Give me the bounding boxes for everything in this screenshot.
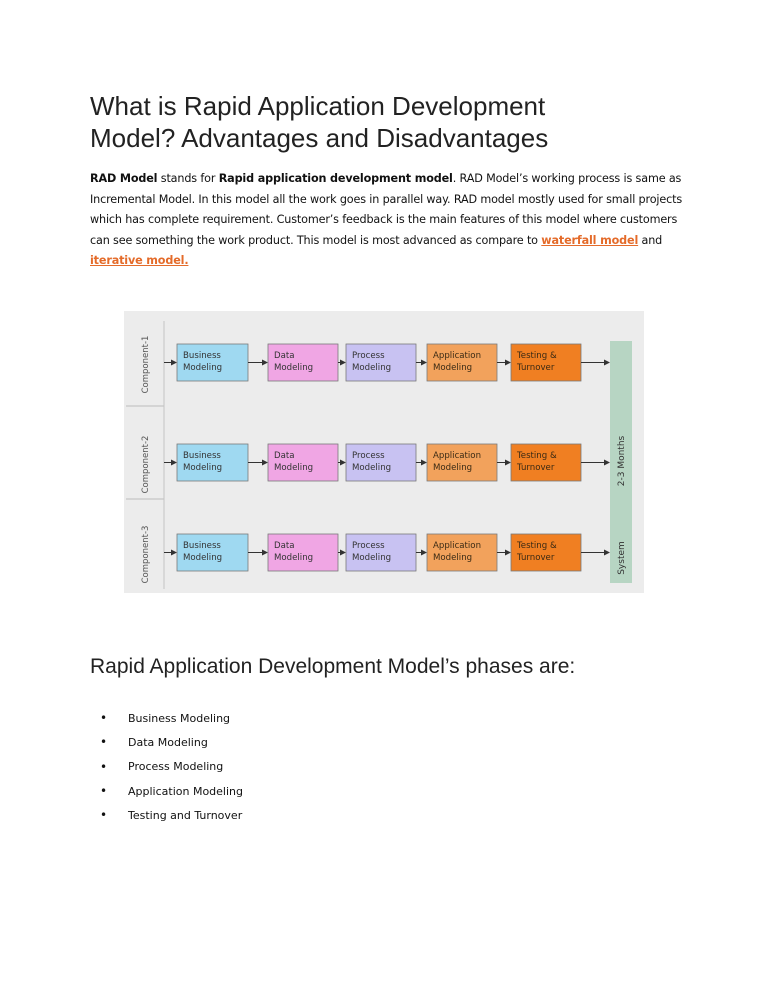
phase-box-label: Turnover [516,463,555,473]
component-label: Component-1 [141,336,151,394]
phase-label: Application Modeling [128,784,243,798]
phase-box-label: Business [183,451,221,461]
flow-arrow-head [421,459,427,466]
phase-box-label: Data [274,451,295,461]
bullet-icon: • [100,759,108,774]
flow-arrow-head [171,549,177,556]
phase-box-label: Testing & [516,351,557,361]
phase-box-label: Modeling [352,363,391,373]
title-line-1: What is Rapid Application Development [90,91,546,121]
flow-arrow-head [505,549,511,556]
months-label: 2-3 Months [617,435,627,486]
phase-box [176,533,249,572]
phase-box [510,533,582,572]
phase-box-label: Modeling [352,463,391,473]
system-label: System [617,541,627,575]
flow-arrow-head [505,359,511,366]
phase-box-label: Turnover [516,553,555,563]
flow-arrow-head [340,459,346,466]
phase-box [345,533,417,572]
flow-arrow-head [421,359,427,366]
flow-arrow-head [262,459,268,466]
phase-box [426,343,498,382]
phase-box-label: Application [433,541,481,551]
flow-arrow-head [171,359,177,366]
phase-box-label: Modeling [183,463,222,473]
flow-arrow-head [604,359,610,366]
phase-box-label: Business [183,351,221,361]
phase-box-label: Application [433,451,481,461]
phase-label: Process Modeling [128,760,224,774]
phase-box-label: Business [183,541,221,551]
phase-box-label: Modeling [433,553,472,563]
list-item: • Business Modeling [100,706,243,730]
phase-box-label: Modeling [183,363,222,373]
phase-box-label: Data [274,541,295,551]
phase-box-label: Testing & [516,451,557,461]
page-title: What is Rapid Application Development Mo… [90,90,730,154]
intro-text-3: and [638,233,663,247]
list-item: • Data Modeling [100,730,243,754]
flow-arrow-head [262,359,268,366]
flow-arrow-head [604,549,610,556]
phase-box [176,443,249,482]
phase-box-label: Application [433,351,481,361]
system-bar [610,341,632,583]
phase-box-label: Modeling [433,463,472,473]
phase-box [426,533,498,572]
phase-box-label: Modeling [274,553,313,563]
flow-arrow-head [171,459,177,466]
intro-paragraph: RAD Model stands for Rapid application d… [90,169,690,272]
rad-model-term: RAD Model [90,172,158,185]
phase-box [267,533,339,572]
phase-box-label: Process [352,451,385,461]
phase-box [426,443,498,482]
flow-arrow-head [340,359,346,366]
flow-arrow-head [421,549,427,556]
phase-box [176,343,249,382]
list-item: • Application Modeling [100,779,243,803]
phase-box [345,343,417,382]
iterative-model-link[interactable]: iterative model. [90,254,189,267]
intro-text-2: . RAD Model’s working process is same as… [90,172,683,247]
title-line-2: Model? Advantages and Disadvantages [90,123,549,153]
component-label: Component-3 [141,526,151,584]
phase-box-label: Modeling [274,363,313,373]
phase-box-label: Modeling [274,463,313,473]
bullet-icon: • [100,784,108,799]
phase-box-label: Process [352,351,385,361]
flow-arrow-head [604,459,610,466]
rapid-app-dev-term: Rapid application development model [218,172,453,185]
phase-box-label: Modeling [433,363,472,373]
phases-heading: Rapid Application Development Model’s ph… [90,655,576,678]
phase-label: Business Modeling [128,711,231,725]
phases-list: • Business Modeling • Data Modeling • Proce… [100,706,243,827]
phase-box-label: Testing & [516,541,557,551]
bullet-icon: • [100,711,108,726]
flow-arrow-head [262,549,268,556]
phase-box-label: Data [274,351,295,361]
waterfall-model-link[interactable]: waterfall model [541,233,639,247]
phase-label: Testing and Turnover [128,808,243,822]
bullet-icon: • [100,808,108,823]
component-label: Component-2 [141,436,151,494]
intro-text-1: stands for [157,172,219,185]
flow-arrow-head [505,459,511,466]
phase-box-label: Modeling [183,553,222,563]
bullet-icon: • [100,735,108,750]
phase-box [267,343,339,382]
phase-box-label: Turnover [516,363,555,373]
phase-box [267,443,339,482]
phase-label: Data Modeling [128,735,208,749]
list-item: • Testing and Turnover [100,803,243,827]
phase-box-label: Process [352,541,385,551]
flow-arrow-head [340,549,346,556]
phase-box-label: Modeling [352,553,391,563]
phase-box [510,343,582,382]
phase-box [345,443,417,482]
list-item: • Process Modeling [100,755,243,779]
